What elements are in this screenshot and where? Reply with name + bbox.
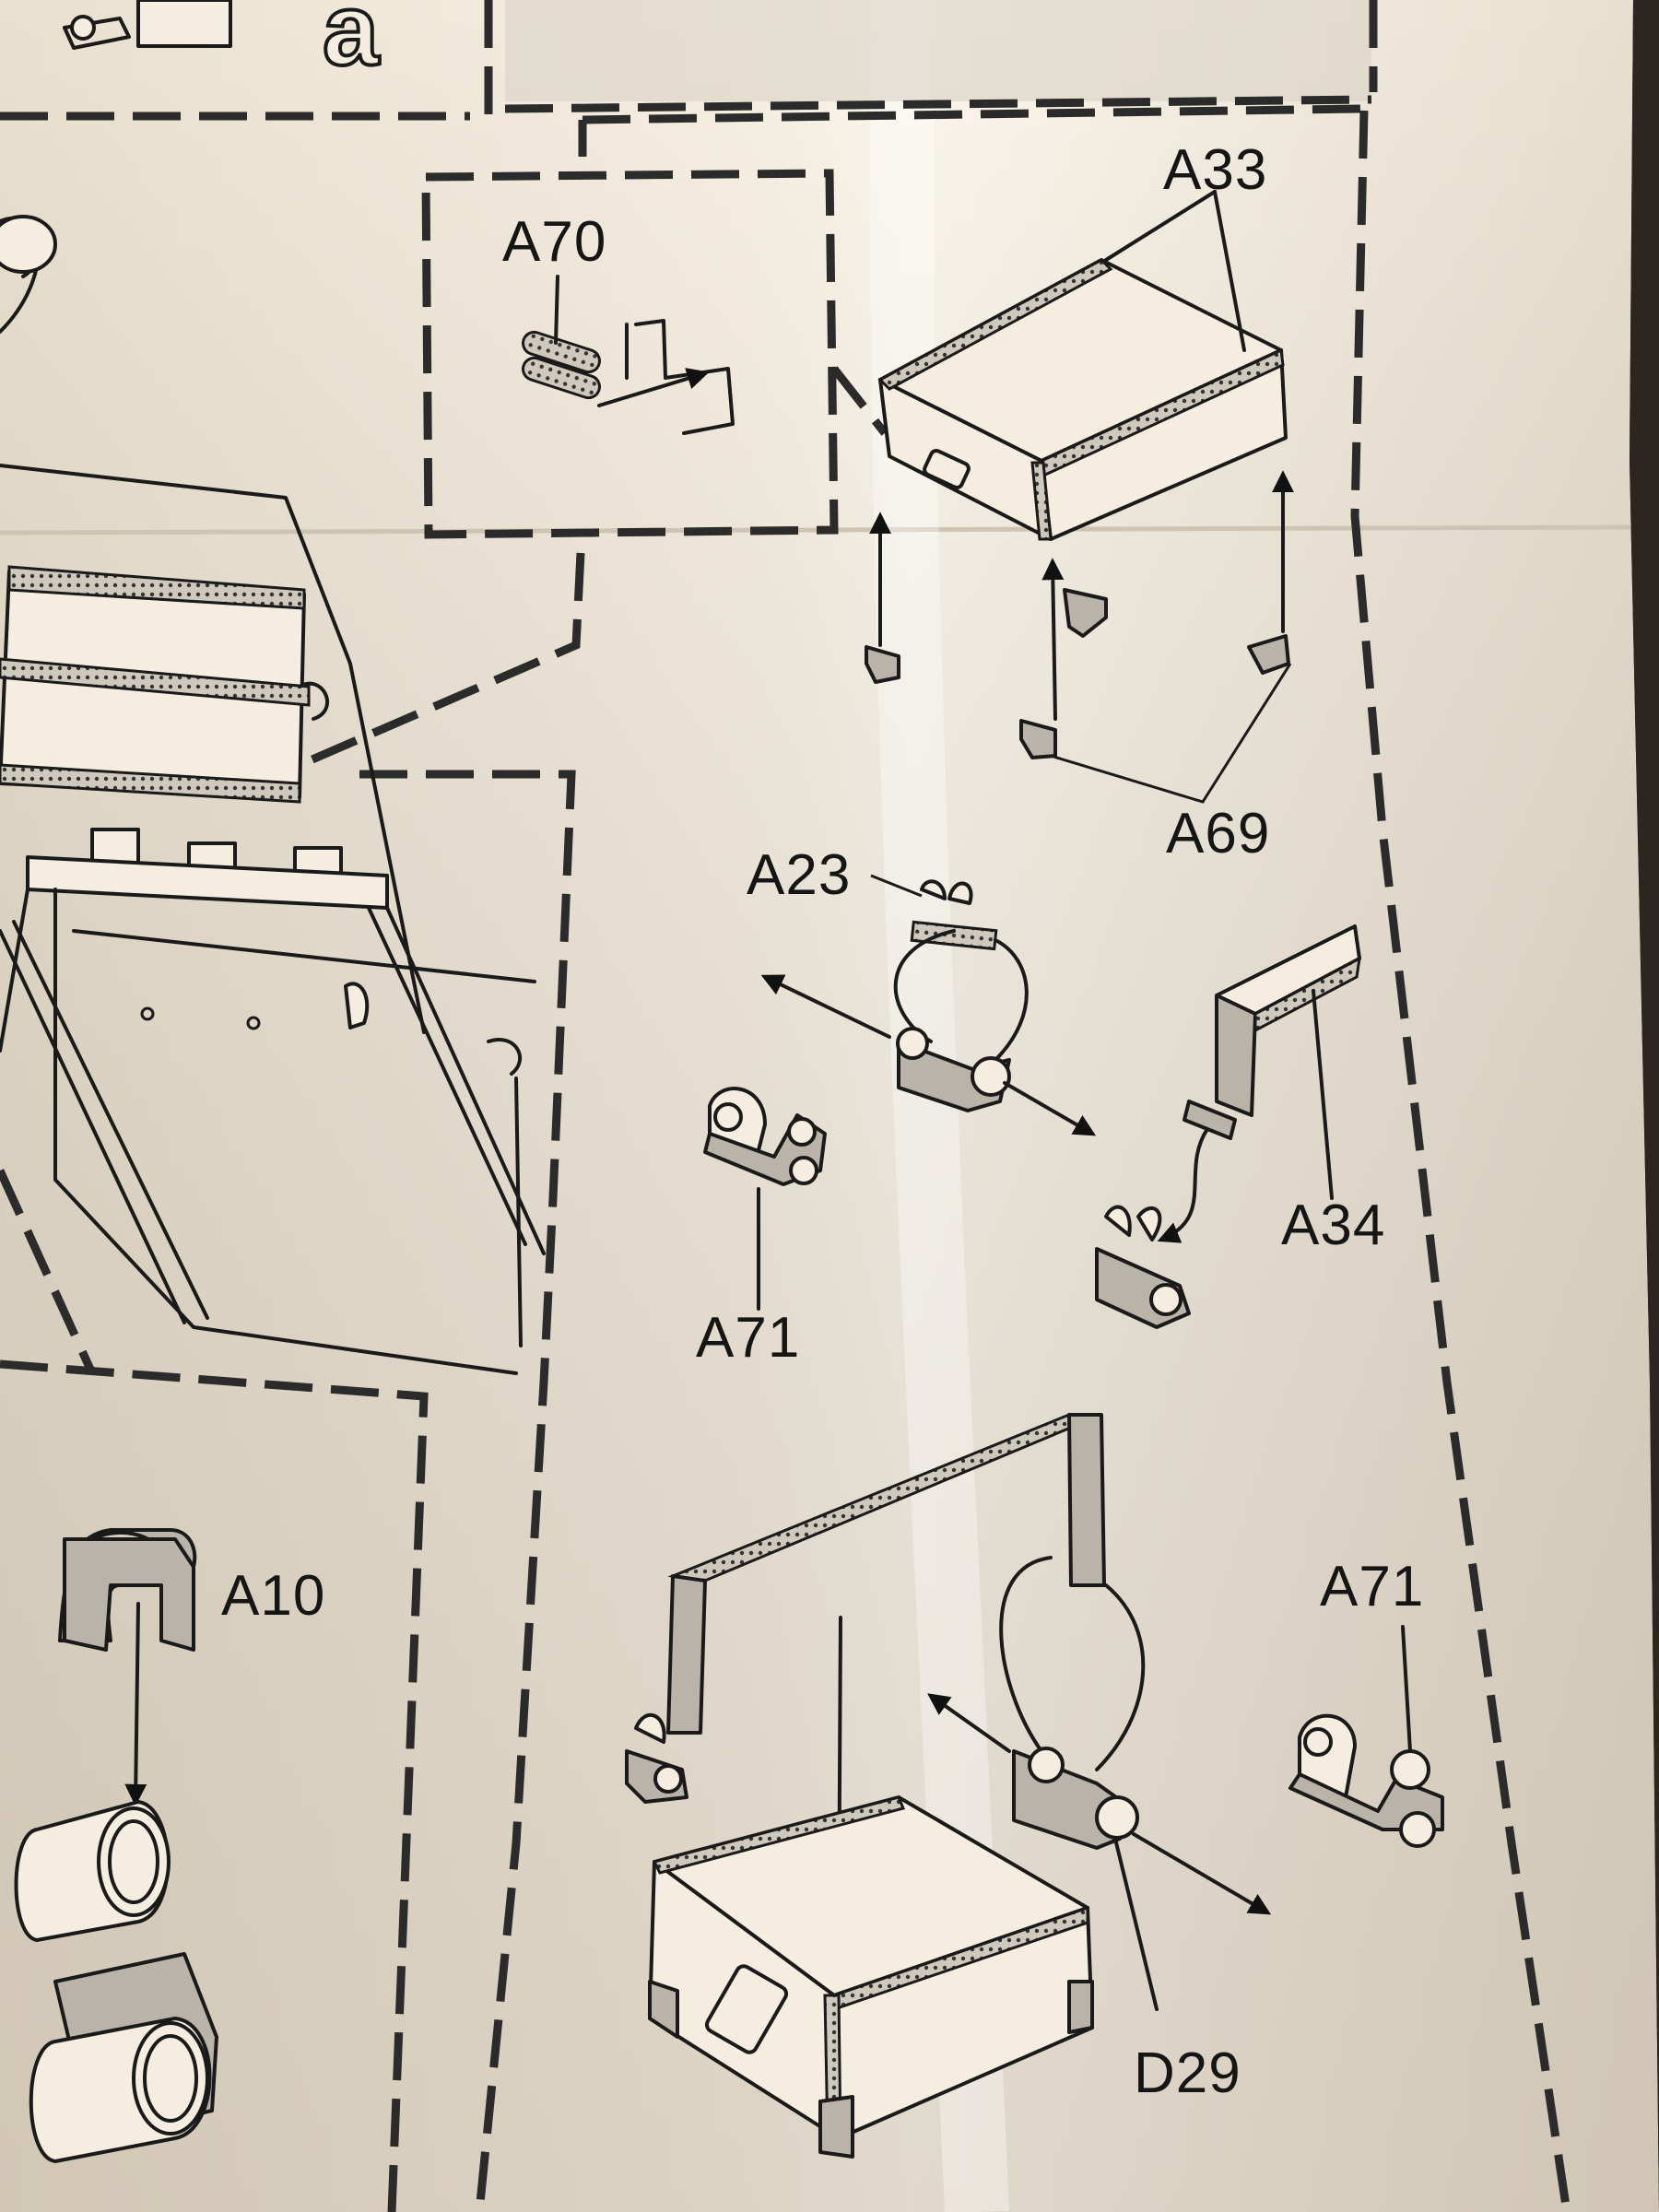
a34-strap-bracket [1095,924,1361,1329]
strap-assembly-bottom [625,1413,1146,1949]
label-d29: D29 [1134,2041,1241,2105]
ammo-box-bottom [648,1795,1094,2159]
label-a10: A10 [221,1564,325,1628]
a71-hinge-bottom [1288,1625,1444,1848]
a70-inset-box [421,169,888,539]
label-a34: A34 [1281,1194,1385,1257]
desk-edge-shadow [1630,0,1659,2212]
label-a69: A69 [1166,802,1270,865]
a69-corner-brackets [865,470,1294,804]
a71-hinge-top [703,1087,827,1311]
label-a70: A70 [502,210,606,274]
label-a33: A33 [1163,138,1267,202]
top-left-part-fragment [63,0,232,50]
label-a23: A23 [747,843,851,907]
main-panel-border [298,104,1571,2212]
label-a71-bottom: A71 [1320,1555,1424,1618]
vehicle-detail-left [0,215,546,1375]
a10-tube-assembly [14,1528,218,2163]
a70-part [522,275,735,435]
top-panel-borders [0,0,1378,121]
a23-wing-nut-assembly [760,874,1097,1136]
step-letter: a [323,0,380,87]
d29-clip [927,1693,1272,2011]
a33-ammo-box-lid [877,190,1288,541]
label-a71-top: A71 [696,1306,800,1370]
left-lower-panel-border [0,1169,429,2212]
